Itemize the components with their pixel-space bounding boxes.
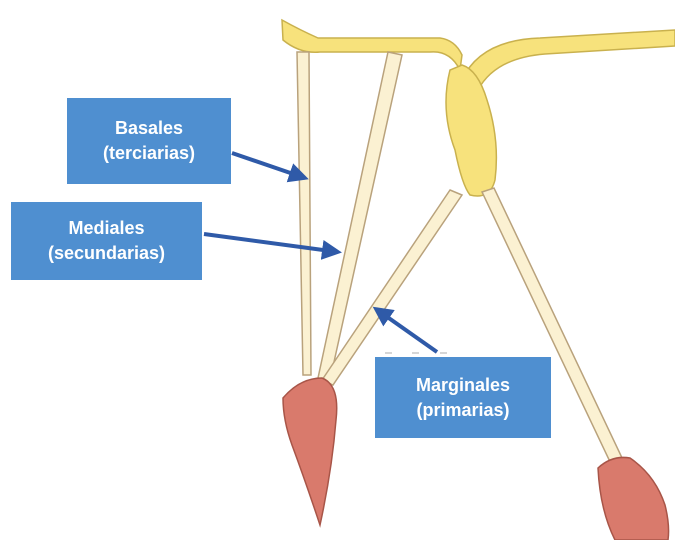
central-cartilage-knob [446,65,496,196]
label-basales-line2: (terciarias) [71,141,227,166]
arrow-basales [232,153,305,178]
label-marginales-line1: Marginales [379,373,547,398]
left-filament-tip [283,378,337,525]
basal-filament [297,52,311,375]
label-marginales-line2: (primarias) [379,398,547,423]
label-basales: Basales (terciarias) [67,98,231,184]
right-filament-tip [598,457,669,540]
arrow-mediales [204,234,338,252]
arrow-marginales [376,309,437,352]
label-mediales: Mediales (secundarias) [11,202,202,280]
label-marginales: Marginales (primarias) [375,357,551,438]
label-mediales-line2: (secundarias) [15,241,198,266]
right-cartilage-bar [462,30,675,90]
label-mediales-line1: Mediales [15,216,198,241]
label-basales-line1: Basales [71,116,227,141]
